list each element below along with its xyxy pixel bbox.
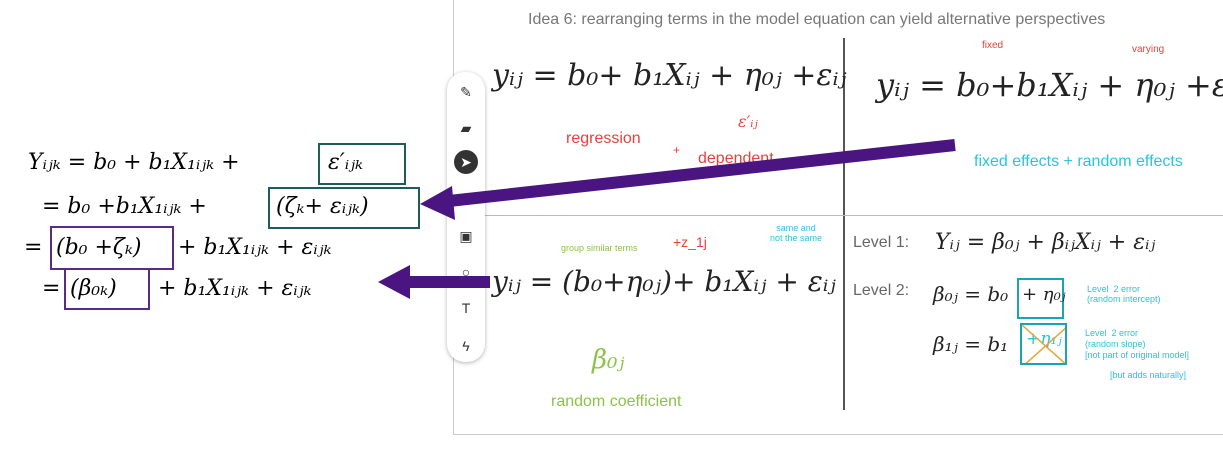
eq-equals: = [24,235,43,260]
level1-equation: Yᵢⱼ = β₀ⱼ + βᵢⱼXᵢⱼ + εᵢⱼ [935,230,1156,255]
q3-equation: yᵢⱼ = (b₀+η₀ⱼ)+ b₁Xᵢⱼ + εᵢⱼ [492,265,836,298]
level1-label: Level 1: [853,234,910,251]
text-box-icon[interactable]: T [461,300,471,316]
level2-label: Level 2: [853,282,910,299]
q2-caption: fixed effects + random effects [974,153,1183,170]
level2-eq2: β₁ⱼ = b₁ [933,332,1009,356]
q2-fixed: fixed [982,40,1004,51]
eq-box-text: (b₀ +ζₖ) [56,235,142,260]
note-random-slope: Level 2 error (random slope) [not part o… [1085,328,1190,360]
horizontal-divider [485,215,1223,216]
q3-beta: β₀ⱼ [592,345,625,375]
crossed-box: +η₁ⱼ [1020,323,1067,365]
whiteboard-title: Idea 6: rearranging terms in the model e… [528,11,1106,28]
purple-box [64,268,150,310]
q1-equation: yᵢⱼ = b₀+ b₁Xᵢⱼ + η₀ⱼ +εᵢⱼ [492,58,847,93]
q3-group: group similar terms [561,243,638,253]
q1-plus: + [673,143,681,157]
level2-box1: + η₀ⱼ [1022,284,1066,305]
vertical-divider [843,38,845,410]
image-icon[interactable]: ▣ [459,227,473,244]
same-note: same and not the same [770,223,823,243]
eq-box-text: (β₀ₖ) [70,276,117,301]
q1-regression: regression [566,130,641,147]
equation-line-2: = b₀ +b₁X₁ᵢⱼₖ + [42,194,207,219]
q3-caption: random coefficient [551,393,682,410]
arrow-head [420,186,455,220]
teal-box [268,187,420,229]
q2-equation: yᵢⱼ = b₀+b₁Xᵢⱼ + η₀ⱼ +εᵢⱼ [876,66,1223,104]
note-random-intercept: Level 2 error (random intercept) [1087,284,1161,304]
equation-line-4: + b₁X₁ᵢⱼₖ + εᵢⱼₖ [158,276,312,301]
eq-text: Yᵢⱼₖ = b₀ + b₁X₁ᵢⱼₖ + [28,150,240,175]
cross-out-icon [1022,325,1065,363]
q2-varying: varying [1132,44,1165,55]
teal-box [318,143,406,185]
pen-icon[interactable]: ✎ [460,83,472,100]
select-pointer-icon[interactable]: ➤ [454,150,478,174]
level2-eq1: β₀ⱼ = b₀ [933,282,1009,306]
q1-eps-prime: ε′ᵢⱼ [738,112,758,131]
equation-line-3: + b₁X₁ᵢⱼₖ + εᵢⱼₖ [178,235,332,260]
eq-equals: = [42,276,61,301]
equation-line-1: Yᵢⱼₖ = b₀ + b₁X₁ᵢⱼₖ + [28,150,240,175]
eraser-icon[interactable]: ▰ [460,119,472,136]
laser-icon[interactable]: ϟ [462,338,470,354]
teal-box [1017,278,1064,319]
eq-box-text: ε′ᵢⱼₖ [328,150,364,175]
arrow-top [439,139,956,208]
note-adds-naturally: [but adds naturally] [1110,370,1187,380]
level2-box2: +η₁ⱼ [1026,329,1062,349]
arrow-head [378,265,410,299]
eq-box-text: (ζₖ+ εᵢⱼₖ) [276,194,369,219]
circle-icon[interactable]: ○ [461,264,471,280]
q3-z: +z_1j [673,234,707,250]
